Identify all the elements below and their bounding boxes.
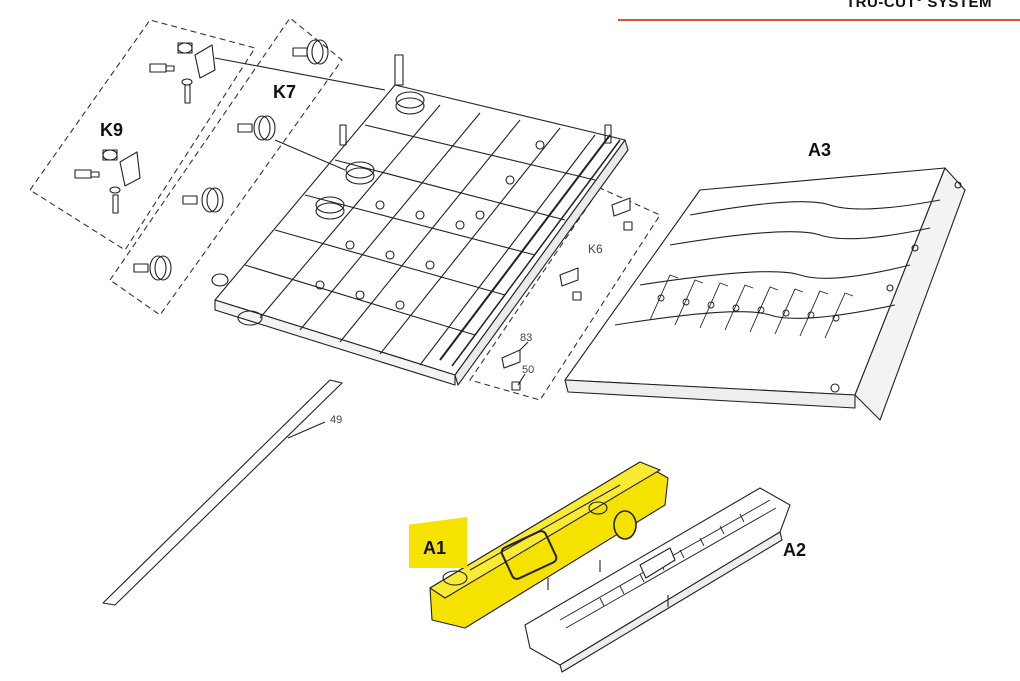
- callout-a1: A1: [423, 538, 447, 558]
- part-a1-handle: [429, 461, 669, 629]
- a1-label-highlight: [409, 517, 467, 568]
- kit-k9-parts: [74, 42, 386, 214]
- callout-a2: A2: [783, 540, 807, 560]
- kit-k7-outline: [109, 17, 343, 316]
- callout-50: 50: [522, 364, 535, 376]
- callout-k7: K7: [273, 82, 297, 102]
- callout-a3: A3: [808, 140, 832, 160]
- header-accent-rule: [618, 19, 1020, 21]
- callout-k6: K6: [588, 242, 603, 256]
- header-title: TRU-CUT° SYSTEM: [846, 0, 992, 11]
- kit-k6-outline: [469, 187, 661, 401]
- base-tray: [211, 54, 629, 386]
- callout-83: 83: [520, 332, 533, 344]
- callout-k9: K9: [100, 120, 124, 140]
- part-a3-cover: [564, 167, 966, 421]
- kit-k7-parts: [133, 39, 346, 281]
- part-49-strip: [102, 379, 343, 606]
- callout-49: 49: [330, 414, 343, 426]
- part-a2-base: [524, 487, 791, 673]
- kit-k9-outline: [29, 19, 256, 251]
- kit-k6-parts: [501, 197, 633, 391]
